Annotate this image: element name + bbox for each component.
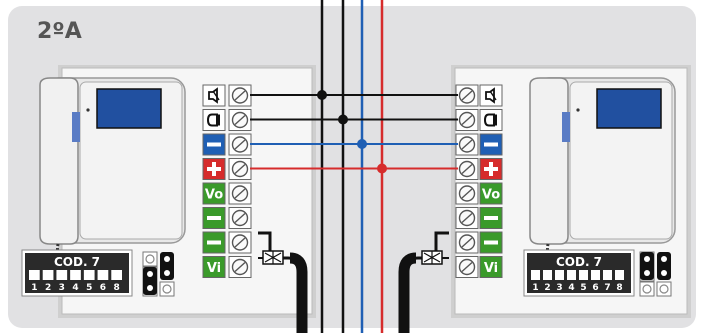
ground-terminal-1 <box>202 207 252 229</box>
dip-label: COD. 7 <box>556 255 602 269</box>
dip-number: 6 <box>100 283 106 293</box>
dip-number: 2 <box>45 283 51 293</box>
dip-switch-lever <box>603 270 612 280</box>
junction-dot <box>357 139 367 149</box>
dip-number: 4 <box>568 283 574 293</box>
jumper-pin <box>639 281 655 297</box>
terminal-label: Vo <box>482 188 500 203</box>
dip-switch-lever <box>555 270 564 280</box>
handset-icon <box>483 113 495 127</box>
dip-number: 3 <box>59 283 65 293</box>
dip-switch-lever <box>543 270 552 280</box>
handset-terminal <box>455 109 503 131</box>
video-in-terminal: Vi <box>455 256 503 278</box>
dip-switch-lever <box>591 270 600 280</box>
dip-switch-lever <box>56 270 68 280</box>
dip-number: 5 <box>580 283 586 293</box>
positive-terminal <box>202 158 252 180</box>
dip-number: 5 <box>86 283 92 293</box>
dip-switch-lever <box>579 270 588 280</box>
jumper-cap <box>640 252 654 280</box>
ground-terminal-2 <box>455 231 503 254</box>
ground-terminal-1 <box>455 207 503 229</box>
left-monitor <box>39 77 186 263</box>
dip-label: COD. 7 <box>54 255 100 269</box>
video-in-terminal: Vi <box>202 256 252 278</box>
minus-icon <box>207 216 221 220</box>
dip-switch-lever <box>70 270 81 280</box>
left-coax-cable <box>258 231 308 333</box>
dip-number: 8 <box>616 283 622 293</box>
terminal-label: Vi <box>484 261 498 276</box>
dip-number: 7 <box>604 283 610 293</box>
dip-switch-lever <box>531 270 540 280</box>
handset-icon <box>206 113 218 127</box>
dip-switch-lever <box>615 270 624 280</box>
dip-number: 3 <box>556 283 562 293</box>
video-out-terminal: Vo <box>455 182 503 205</box>
connection-wires <box>250 90 458 174</box>
dip-number: 1 <box>31 283 37 293</box>
apartment-label: 2ºA <box>37 19 82 44</box>
dip-number: 6 <box>592 283 598 293</box>
ground-terminal-2 <box>202 231 252 254</box>
minus-icon <box>484 216 498 220</box>
dip-number: 8 <box>114 283 120 293</box>
dip-number: 2 <box>544 283 550 293</box>
jumper-pin <box>142 251 158 267</box>
handset-grille <box>562 112 570 142</box>
speaker-terminal <box>455 84 503 107</box>
junction-dot <box>338 114 348 125</box>
terminal-label: Vo <box>205 188 223 203</box>
monitor-screen <box>596 88 662 129</box>
dip-number: 4 <box>72 283 78 293</box>
dip-switch-lever <box>42 270 54 280</box>
minus-icon <box>207 142 221 147</box>
jumper-cap <box>657 252 671 280</box>
dip-switch-lever <box>111 270 122 280</box>
monitor-screen <box>96 88 162 129</box>
video-out-terminal: Vo <box>202 182 252 205</box>
right-monitor <box>529 77 676 263</box>
dip-number: 1 <box>532 283 538 293</box>
minus-icon <box>484 142 498 147</box>
dip-switch-lever <box>97 270 109 280</box>
minus-icon <box>484 240 498 245</box>
handset-terminal <box>202 109 252 131</box>
dip-switch-lever <box>29 270 40 280</box>
speaker-terminal <box>202 84 252 107</box>
negative-terminal <box>202 133 252 156</box>
junction-dot <box>317 90 327 100</box>
right-coax-cable <box>398 231 449 333</box>
dip-switch-lever <box>567 270 576 280</box>
junction-dot <box>377 163 387 174</box>
minus-icon <box>207 240 221 245</box>
terminal-label: Vi <box>207 261 221 276</box>
jumper-cap <box>160 252 174 280</box>
handset-grille <box>72 112 80 142</box>
dip-switch-lever <box>83 270 95 280</box>
jumper-cap <box>143 267 157 295</box>
negative-terminal <box>455 133 503 156</box>
